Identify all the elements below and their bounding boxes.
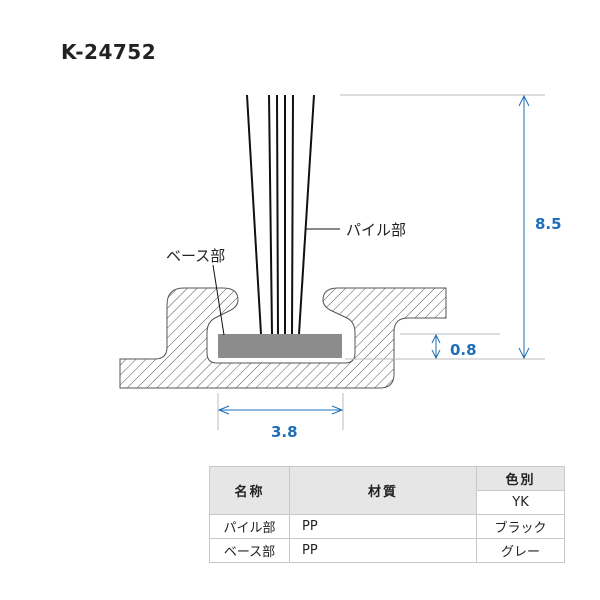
width-dimension <box>217 393 344 430</box>
row-material: PP <box>289 538 477 563</box>
height-value: 8.5 <box>535 215 562 233</box>
spec-table: 名称 材質 色別 YK パイル部 PP ブラック ベース部 PP グレー <box>209 466 565 563</box>
row-color: グレー <box>476 538 565 563</box>
row-material: PP <box>289 514 477 539</box>
color-code: YK <box>476 490 565 515</box>
row-color: ブラック <box>476 514 565 539</box>
height-dimension <box>340 94 545 360</box>
pile-bristles <box>246 94 315 335</box>
row-name: ベース部 <box>209 538 290 563</box>
base-leader-line <box>212 264 225 336</box>
thickness-value: 0.8 <box>450 341 477 359</box>
header-material: 材質 <box>289 466 477 515</box>
base-strip <box>218 334 342 358</box>
cross-section-diagram: パイル部 ベース部 8.5 0.8 3.8 <box>119 94 562 441</box>
width-value: 3.8 <box>271 423 298 441</box>
base-label: ベース部 <box>166 247 225 265</box>
rail-profile <box>119 287 447 389</box>
thickness-dimension <box>400 333 500 360</box>
row-name: パイル部 <box>209 514 290 539</box>
table-header-row: 名称 材質 色別 <box>209 466 565 515</box>
product-code-title: K-24752 <box>61 40 157 64</box>
pile-label: パイル部 <box>346 221 406 239</box>
table-row: パイル部 PP ブラック <box>209 514 565 539</box>
header-color: 色別 <box>476 466 565 491</box>
table-row: ベース部 PP グレー <box>209 538 565 563</box>
header-name: 名称 <box>209 466 290 515</box>
